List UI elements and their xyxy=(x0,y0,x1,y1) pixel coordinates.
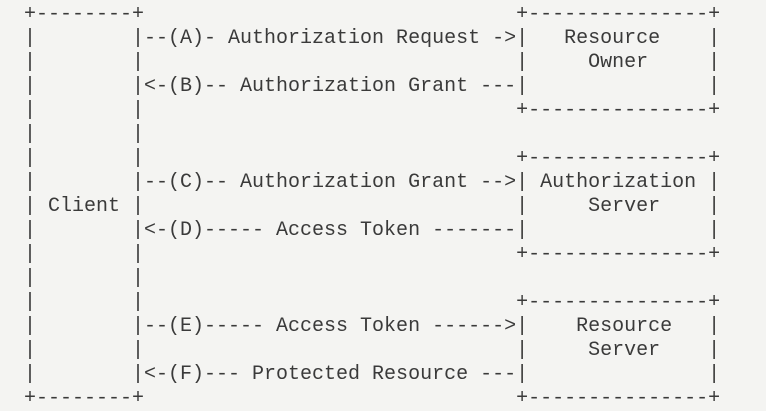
oauth-abstract-flow-ascii-diagram: +--------+ +---------------+ | |--(A)- A… xyxy=(24,3,721,410)
